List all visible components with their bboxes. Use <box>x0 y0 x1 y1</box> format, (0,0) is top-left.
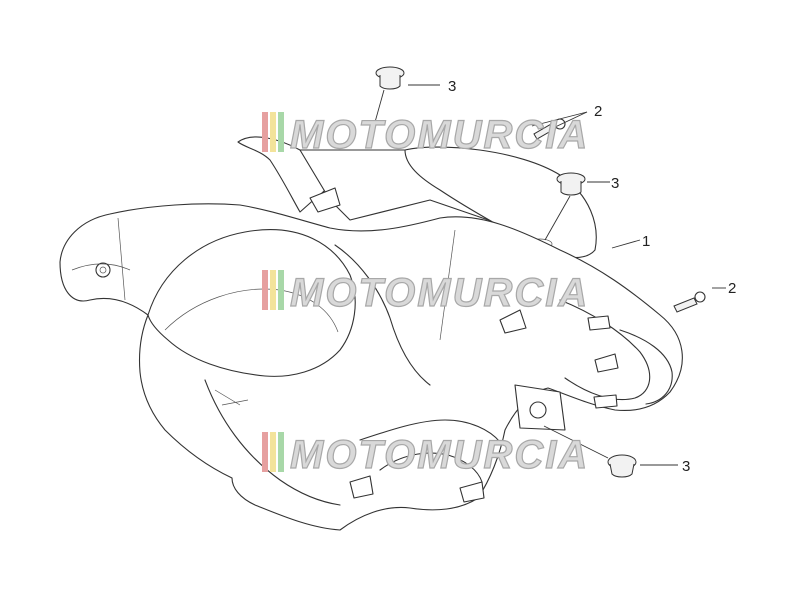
callout-3-bottom: 3 <box>682 458 690 475</box>
screw-right <box>673 291 706 313</box>
watermark-text: MOTOMURCIA <box>290 113 589 157</box>
leader-lines <box>369 84 726 466</box>
watermark-top: MOTOMURCIA <box>262 112 589 158</box>
callout-1: 1 <box>642 233 650 250</box>
callout-3-mid: 3 <box>611 175 619 192</box>
screw-top <box>533 118 566 140</box>
callout-2-right: 2 <box>728 280 736 297</box>
cap-top <box>375 66 405 90</box>
callout-3-top: 3 <box>448 78 456 95</box>
cap-mid <box>556 172 586 196</box>
callout-2-top: 2 <box>594 103 602 120</box>
watermark-text: MOTOMURCIA <box>290 433 589 477</box>
callout-labels: 3 2 3 1 2 3 <box>448 78 736 475</box>
cap-bottom <box>607 454 637 478</box>
watermark-bottom: MOTOMURCIA <box>262 432 589 478</box>
watermark-middle: MOTOMURCIA <box>262 270 589 316</box>
watermark-text: MOTOMURCIA <box>290 271 589 315</box>
handlebar-cover-part <box>59 136 683 531</box>
